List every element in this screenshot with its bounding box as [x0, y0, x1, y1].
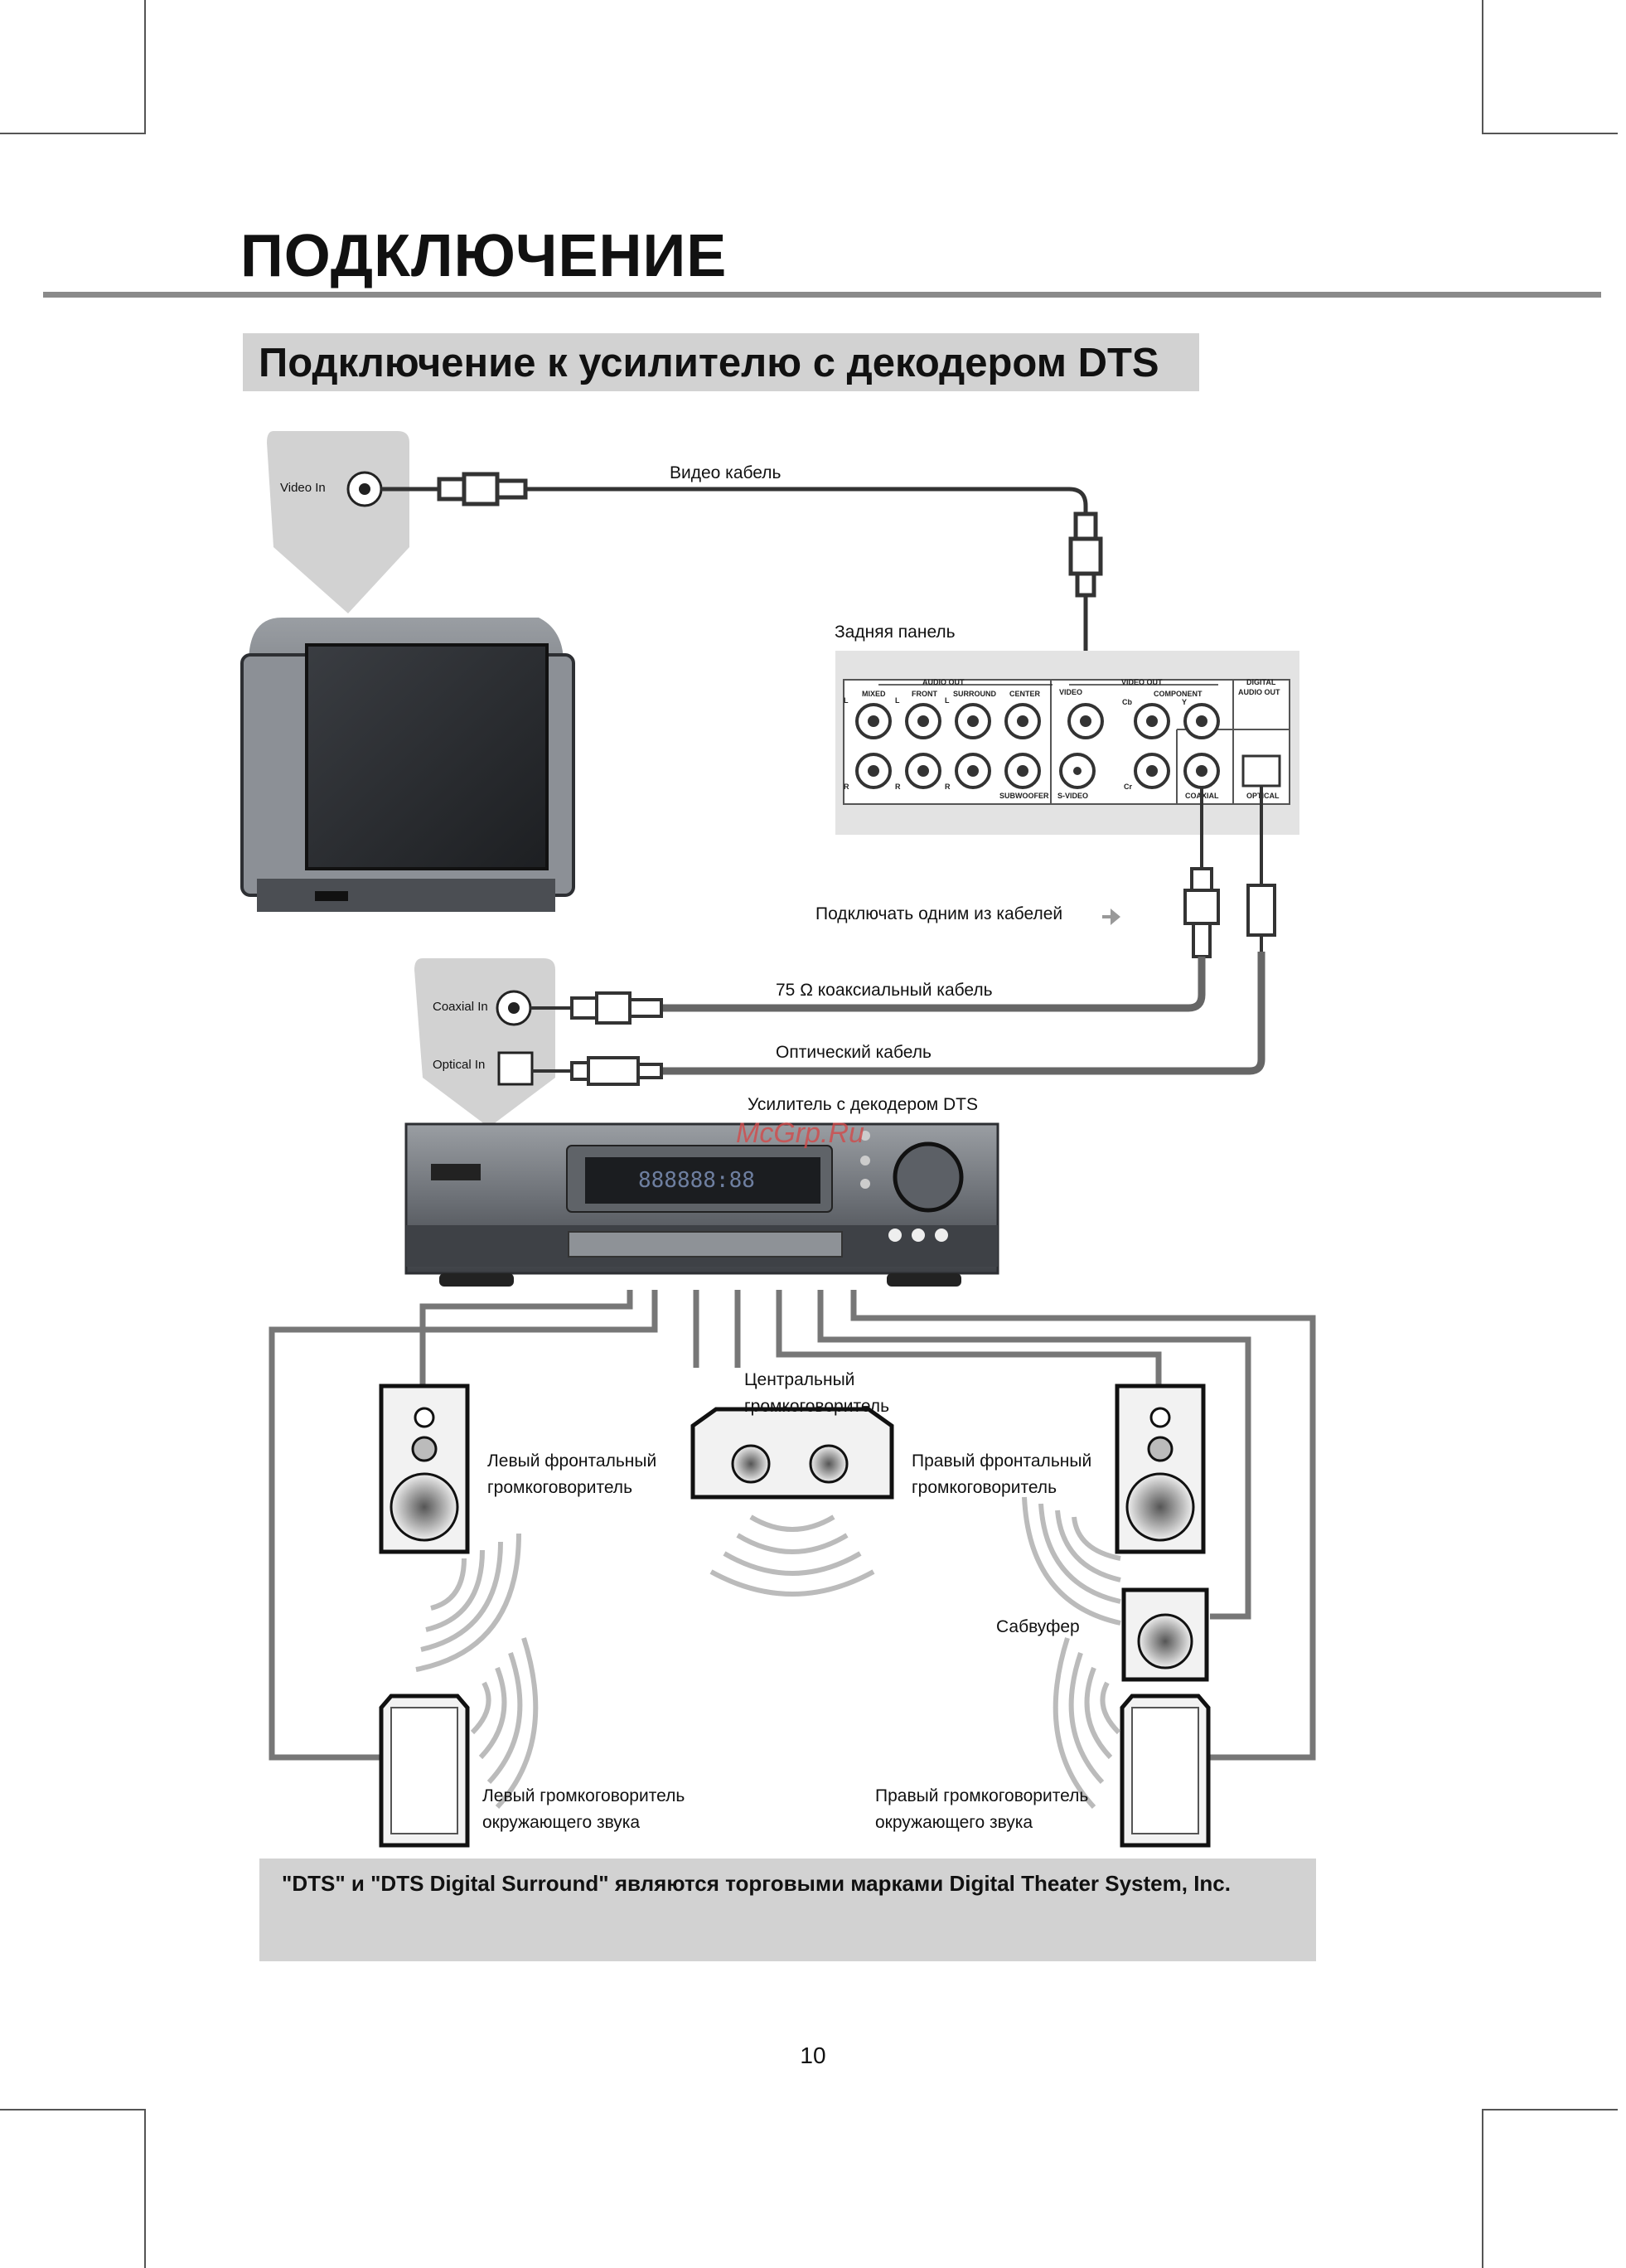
subwoofer-speaker — [1121, 1587, 1209, 1682]
right-surround-label-2: окружающего звука — [875, 1813, 1033, 1832]
rp-l-label-2: L — [895, 696, 900, 705]
rear-panel-label: Задняя панель — [835, 623, 956, 642]
subwoofer-label: Сабвуфер — [996, 1617, 1080, 1636]
right-surround-speaker — [1120, 1694, 1211, 1848]
left-surround-speaker — [379, 1694, 470, 1848]
right-surround-label-1: Правый громкоговоритель — [875, 1786, 1089, 1805]
rp-front-label: FRONT — [912, 690, 937, 698]
rp-cb-label: Cb — [1122, 698, 1132, 706]
digital-cables — [661, 786, 1276, 1075]
center-speaker-label-2: громкоговоритель — [744, 1397, 890, 1416]
rp-y-label: Y — [1182, 698, 1187, 706]
optical-cable-label: Оптический кабель — [776, 1043, 932, 1062]
left-front-label-2: громкоговоритель — [487, 1478, 633, 1497]
coaxial-cable-label: 75 Ω коаксиальный кабель — [776, 981, 993, 1000]
rp-digital-label-2: AUDIO OUT — [1238, 688, 1280, 696]
rp-mixed-label: MIXED — [862, 690, 886, 698]
crop-mark — [144, 0, 146, 134]
amplifier: 888888:88 — [404, 1122, 999, 1287]
left-front-speaker — [379, 1384, 470, 1554]
page-title: ПОДКЛЮЧЕНИЕ — [240, 223, 728, 289]
rp-video-label: VIDEO — [1059, 688, 1082, 696]
right-front-label-1: Правый фронтальный — [912, 1451, 1092, 1471]
amplifier-label: Усилитель с декодером DTS — [748, 1095, 979, 1114]
rp-center-label: CENTER — [1009, 690, 1041, 698]
optical-port — [1241, 754, 1281, 788]
crop-mark — [1482, 0, 1483, 134]
crop-mark — [144, 2109, 146, 2268]
right-front-speaker — [1115, 1384, 1206, 1554]
right-front-label-2: громкоговоритель — [912, 1478, 1057, 1497]
tv-video-in-callout — [267, 431, 409, 613]
rp-optical-label: OPTICAL — [1246, 792, 1280, 800]
rear-panel: AUDIO OUT VIDEO OUT DIGITAL AUDIO OUT MI… — [835, 651, 1299, 835]
rp-audio-out-label: AUDIO OUT — [922, 678, 965, 686]
sound-waves — [415, 1496, 1121, 1810]
video-cable-label: Видео кабель — [670, 463, 782, 482]
center-speaker — [690, 1407, 894, 1500]
watermark: McGrp.Ru — [736, 1117, 864, 1149]
rca-jack-centers — [868, 715, 1207, 777]
speaker-wiring — [269, 1290, 1316, 1761]
optical-in-port — [497, 1051, 534, 1086]
center-speaker-label-1: Центральный — [744, 1370, 855, 1389]
rp-r-label-1: R — [844, 783, 849, 791]
amp-input-plugs — [530, 991, 663, 1086]
page-number: 10 — [800, 2043, 826, 2068]
video-cable — [381, 472, 1103, 713]
rp-surround-label: SURROUND — [953, 690, 997, 698]
title-rule — [43, 292, 1601, 298]
rp-subwoofer-label: SUBWOOFER — [999, 792, 1049, 800]
left-surround-label-2: окружающего звука — [482, 1813, 641, 1832]
trademark-note: "DTS" и "DTS Digital Surround" являются … — [282, 1871, 1231, 1896]
subtitle-box — [243, 333, 1199, 391]
left-front-label-1: Левый фронтальный — [487, 1451, 657, 1471]
amplifier-input-callout — [414, 958, 555, 1127]
connect-one-cable-label: Подключать одним из кабелей — [815, 904, 1063, 923]
crop-mark — [1482, 133, 1618, 134]
rp-component-label: COMPONENT — [1154, 690, 1203, 698]
crop-mark — [0, 2109, 146, 2110]
rp-cr-label: Cr — [1124, 783, 1132, 791]
coaxial-in-label: Coaxial In — [433, 1000, 488, 1014]
crop-mark — [0, 133, 146, 134]
rp-l-label-1: L — [844, 696, 849, 705]
rp-r-label-2: R — [895, 783, 901, 791]
left-surround-label-1: Левый громкоговоритель — [482, 1786, 685, 1805]
trademark-note-box — [259, 1858, 1316, 1961]
television — [240, 618, 575, 912]
svg-text:888888:88: 888888:88 — [638, 1168, 755, 1193]
rp-video-out-label: VIDEO OUT — [1121, 678, 1163, 686]
video-in-label: Video In — [280, 481, 326, 495]
rp-digital-label: DIGITAL — [1246, 678, 1276, 686]
section-subtitle: Подключение к усилителю с декодером DTS — [259, 341, 1159, 385]
crop-mark — [1482, 2109, 1618, 2110]
rp-l-label-3: L — [945, 696, 950, 705]
rp-r-label-3: R — [945, 783, 951, 791]
optical-in-label: Optical In — [433, 1058, 486, 1072]
rp-s-video-label: S-VIDEO — [1057, 792, 1088, 800]
crop-mark — [1482, 2109, 1483, 2268]
